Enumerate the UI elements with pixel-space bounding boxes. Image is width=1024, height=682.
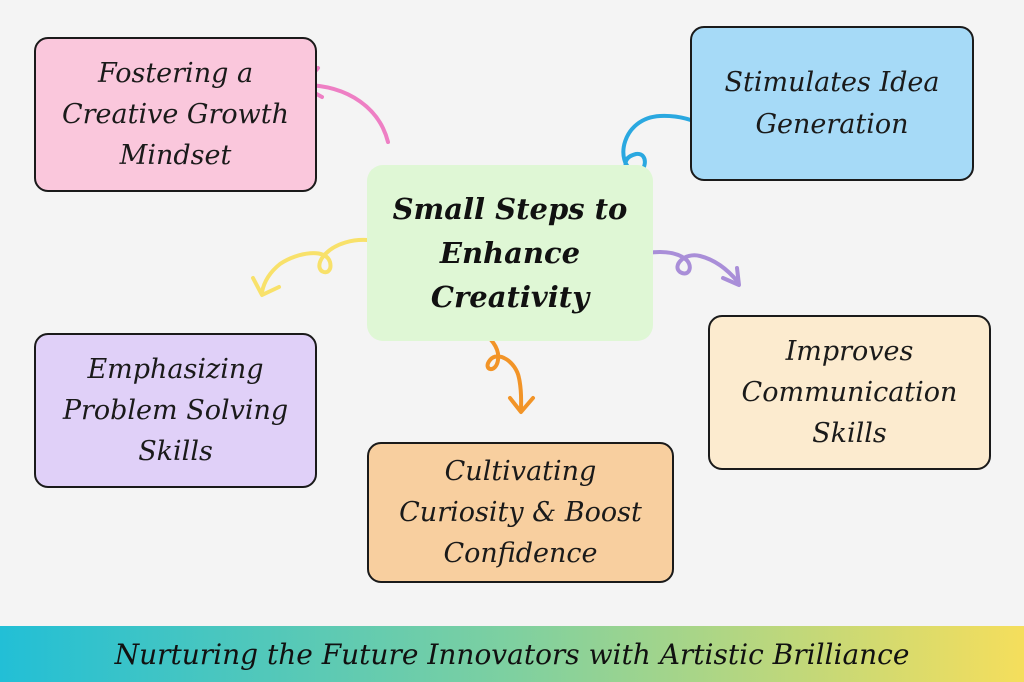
node-improves-line-2: Communication (741, 376, 958, 408)
node-emphasizing-problem-solving: Emphasizing Problem Solving Skills (34, 333, 317, 488)
node-stimulates-line-2: Generation (755, 108, 909, 140)
central-topic-line-2: Enhance (439, 235, 581, 270)
node-improves-communication: Improves Communication Skills (708, 315, 991, 470)
node-cultivating-line-2: Curiosity & Boost (399, 496, 642, 528)
node-improves-line-1: Improves (785, 335, 914, 367)
central-topic: Small Steps to Enhance Creativity (367, 165, 653, 341)
node-cultivating-curiosity: Cultivating Curiosity & Boost Confidence (367, 442, 674, 583)
node-emphasizing-line-2: Problem Solving (62, 394, 289, 426)
footer-tagline: Nurturing the Future Innovators with Art… (114, 637, 910, 671)
node-fostering-mindset: Fostering a Creative Growth Mindset (34, 37, 317, 192)
node-cultivating-line-1: Cultivating (444, 455, 597, 487)
central-topic-line-1: Small Steps to (392, 191, 628, 226)
node-stimulates-line-1: Stimulates Idea (724, 67, 940, 99)
node-cultivating-line-3: Confidence (443, 538, 598, 570)
node-fostering-line-1: Fostering a (97, 57, 254, 89)
central-topic-line-3: Creativity (430, 280, 590, 315)
node-emphasizing-line-3: Skills (138, 436, 213, 468)
node-improves-line-3: Skills (812, 418, 887, 450)
node-fostering-line-3: Mindset (119, 140, 232, 172)
footer-banner: Nurturing the Future Innovators with Art… (0, 626, 1024, 682)
node-stimulates-ideas: Stimulates Idea Generation (690, 26, 974, 181)
node-fostering-line-2: Creative Growth (61, 98, 290, 130)
node-emphasizing-line-1: Emphasizing (87, 353, 264, 385)
